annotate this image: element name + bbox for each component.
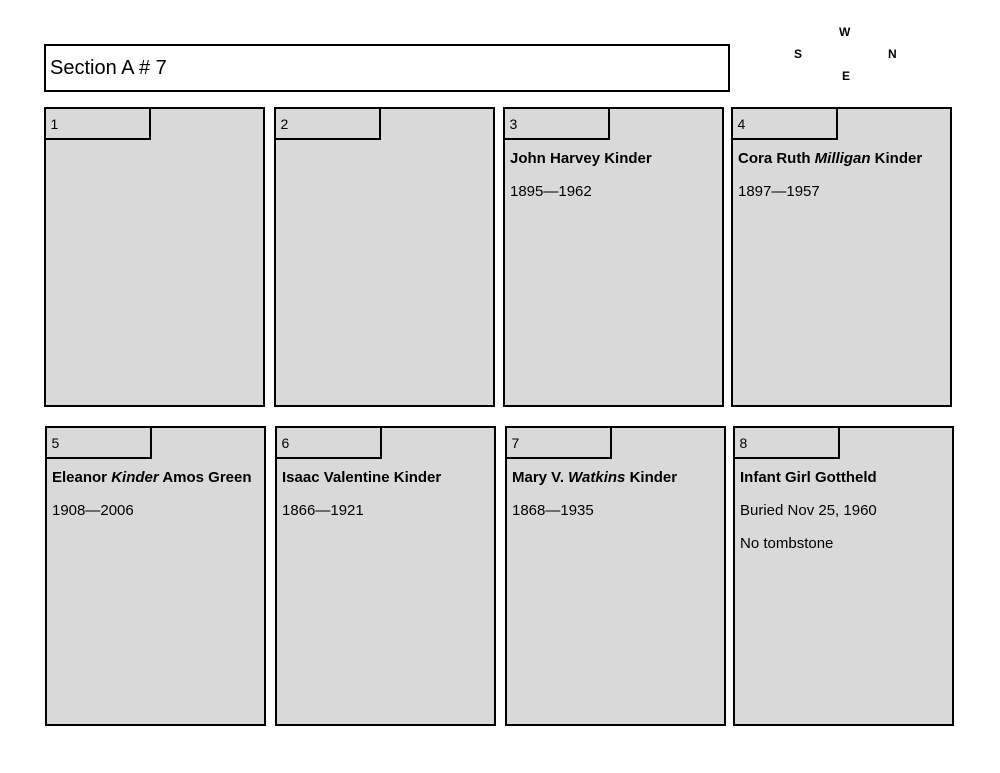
plot-number-box: 3 — [502, 106, 610, 140]
plot-number: 2 — [280, 115, 289, 132]
plot-7: 7 Mary V. Watkins Kinder 1868—1935 — [504, 425, 726, 726]
plot-number-box: 8 — [732, 425, 840, 459]
compass-east-label: E — [842, 69, 851, 83]
plot-number-box: 5 — [44, 425, 152, 459]
plot-number-box: 4 — [730, 106, 838, 140]
plot-name: Mary V. Watkins Kinder — [512, 469, 724, 487]
plot-name-part: Mary V. — [512, 469, 569, 486]
section-title-box: Section A # 7 — [44, 44, 730, 92]
plot-name-part: Cora Ruth — [738, 150, 815, 167]
compass-north-label: N — [888, 47, 897, 61]
plot-name-part: John Harvey Kinder — [510, 150, 652, 167]
plot-dates: 1908—2006 — [52, 502, 134, 519]
plot-name: Infant Girl Gottheld — [740, 469, 952, 487]
compass-south-label: S — [794, 47, 803, 61]
plot-name-maiden: Milligan — [814, 150, 871, 167]
plot-8: 8 Infant Girl Gottheld Buried Nov 25, 19… — [732, 425, 954, 726]
plot-name-part: Infant Girl Gottheld — [740, 469, 877, 486]
plot-name-part: Kinder — [625, 469, 678, 486]
plot-number: 4 — [737, 115, 746, 132]
plot-2: 2 — [273, 106, 495, 407]
plot-name: Isaac Valentine Kinder — [282, 469, 494, 487]
plot-number: 3 — [509, 115, 518, 132]
plot-name-part: Isaac Valentine Kinder — [282, 469, 442, 486]
plot-dates: 1897—1957 — [738, 183, 820, 200]
compass-west-label: W — [839, 25, 851, 39]
plot-number-box: 2 — [273, 106, 381, 140]
plot-name-maiden: Kinder — [111, 469, 159, 486]
plot-1: 1 — [43, 106, 265, 407]
plot-dates: 1868—1935 — [512, 502, 594, 519]
plot-number: 8 — [739, 434, 748, 451]
plot-name: Cora Ruth Milligan Kinder — [738, 150, 950, 168]
plot-name: John Harvey Kinder — [510, 150, 722, 168]
plot-dates: 1866—1921 — [282, 502, 364, 519]
plot-number-box: 7 — [504, 425, 612, 459]
plot-number-box: 1 — [43, 106, 151, 140]
plot-number: 6 — [281, 434, 290, 451]
plot-4: 4 Cora Ruth Milligan Kinder 1897—1957 — [730, 106, 952, 407]
plot-name-part: Eleanor — [52, 469, 112, 486]
section-title: Section A # 7 — [50, 57, 167, 79]
plot-number: 1 — [50, 115, 59, 132]
plot-5: 5 Eleanor Kinder Amos Green 1908—2006 — [44, 425, 266, 726]
plot-number: 5 — [51, 434, 60, 451]
plot-name: Eleanor Kinder Amos Green — [52, 469, 264, 487]
plot-note: No tombstone — [740, 535, 834, 552]
plot-number-box: 6 — [274, 425, 382, 459]
plot-6: 6 Isaac Valentine Kinder 1866—1921 — [274, 425, 496, 726]
plot-burial-date: Buried Nov 25, 1960 — [740, 502, 877, 519]
plot-3: 3 John Harvey Kinder 1895—1962 — [502, 106, 724, 407]
plot-name-maiden: Watkins — [568, 469, 626, 486]
plot-name-part: Amos Green — [158, 469, 252, 486]
plot-number: 7 — [511, 434, 520, 451]
plot-dates: 1895—1962 — [510, 183, 592, 200]
plot-name-part: Kinder — [870, 150, 923, 167]
